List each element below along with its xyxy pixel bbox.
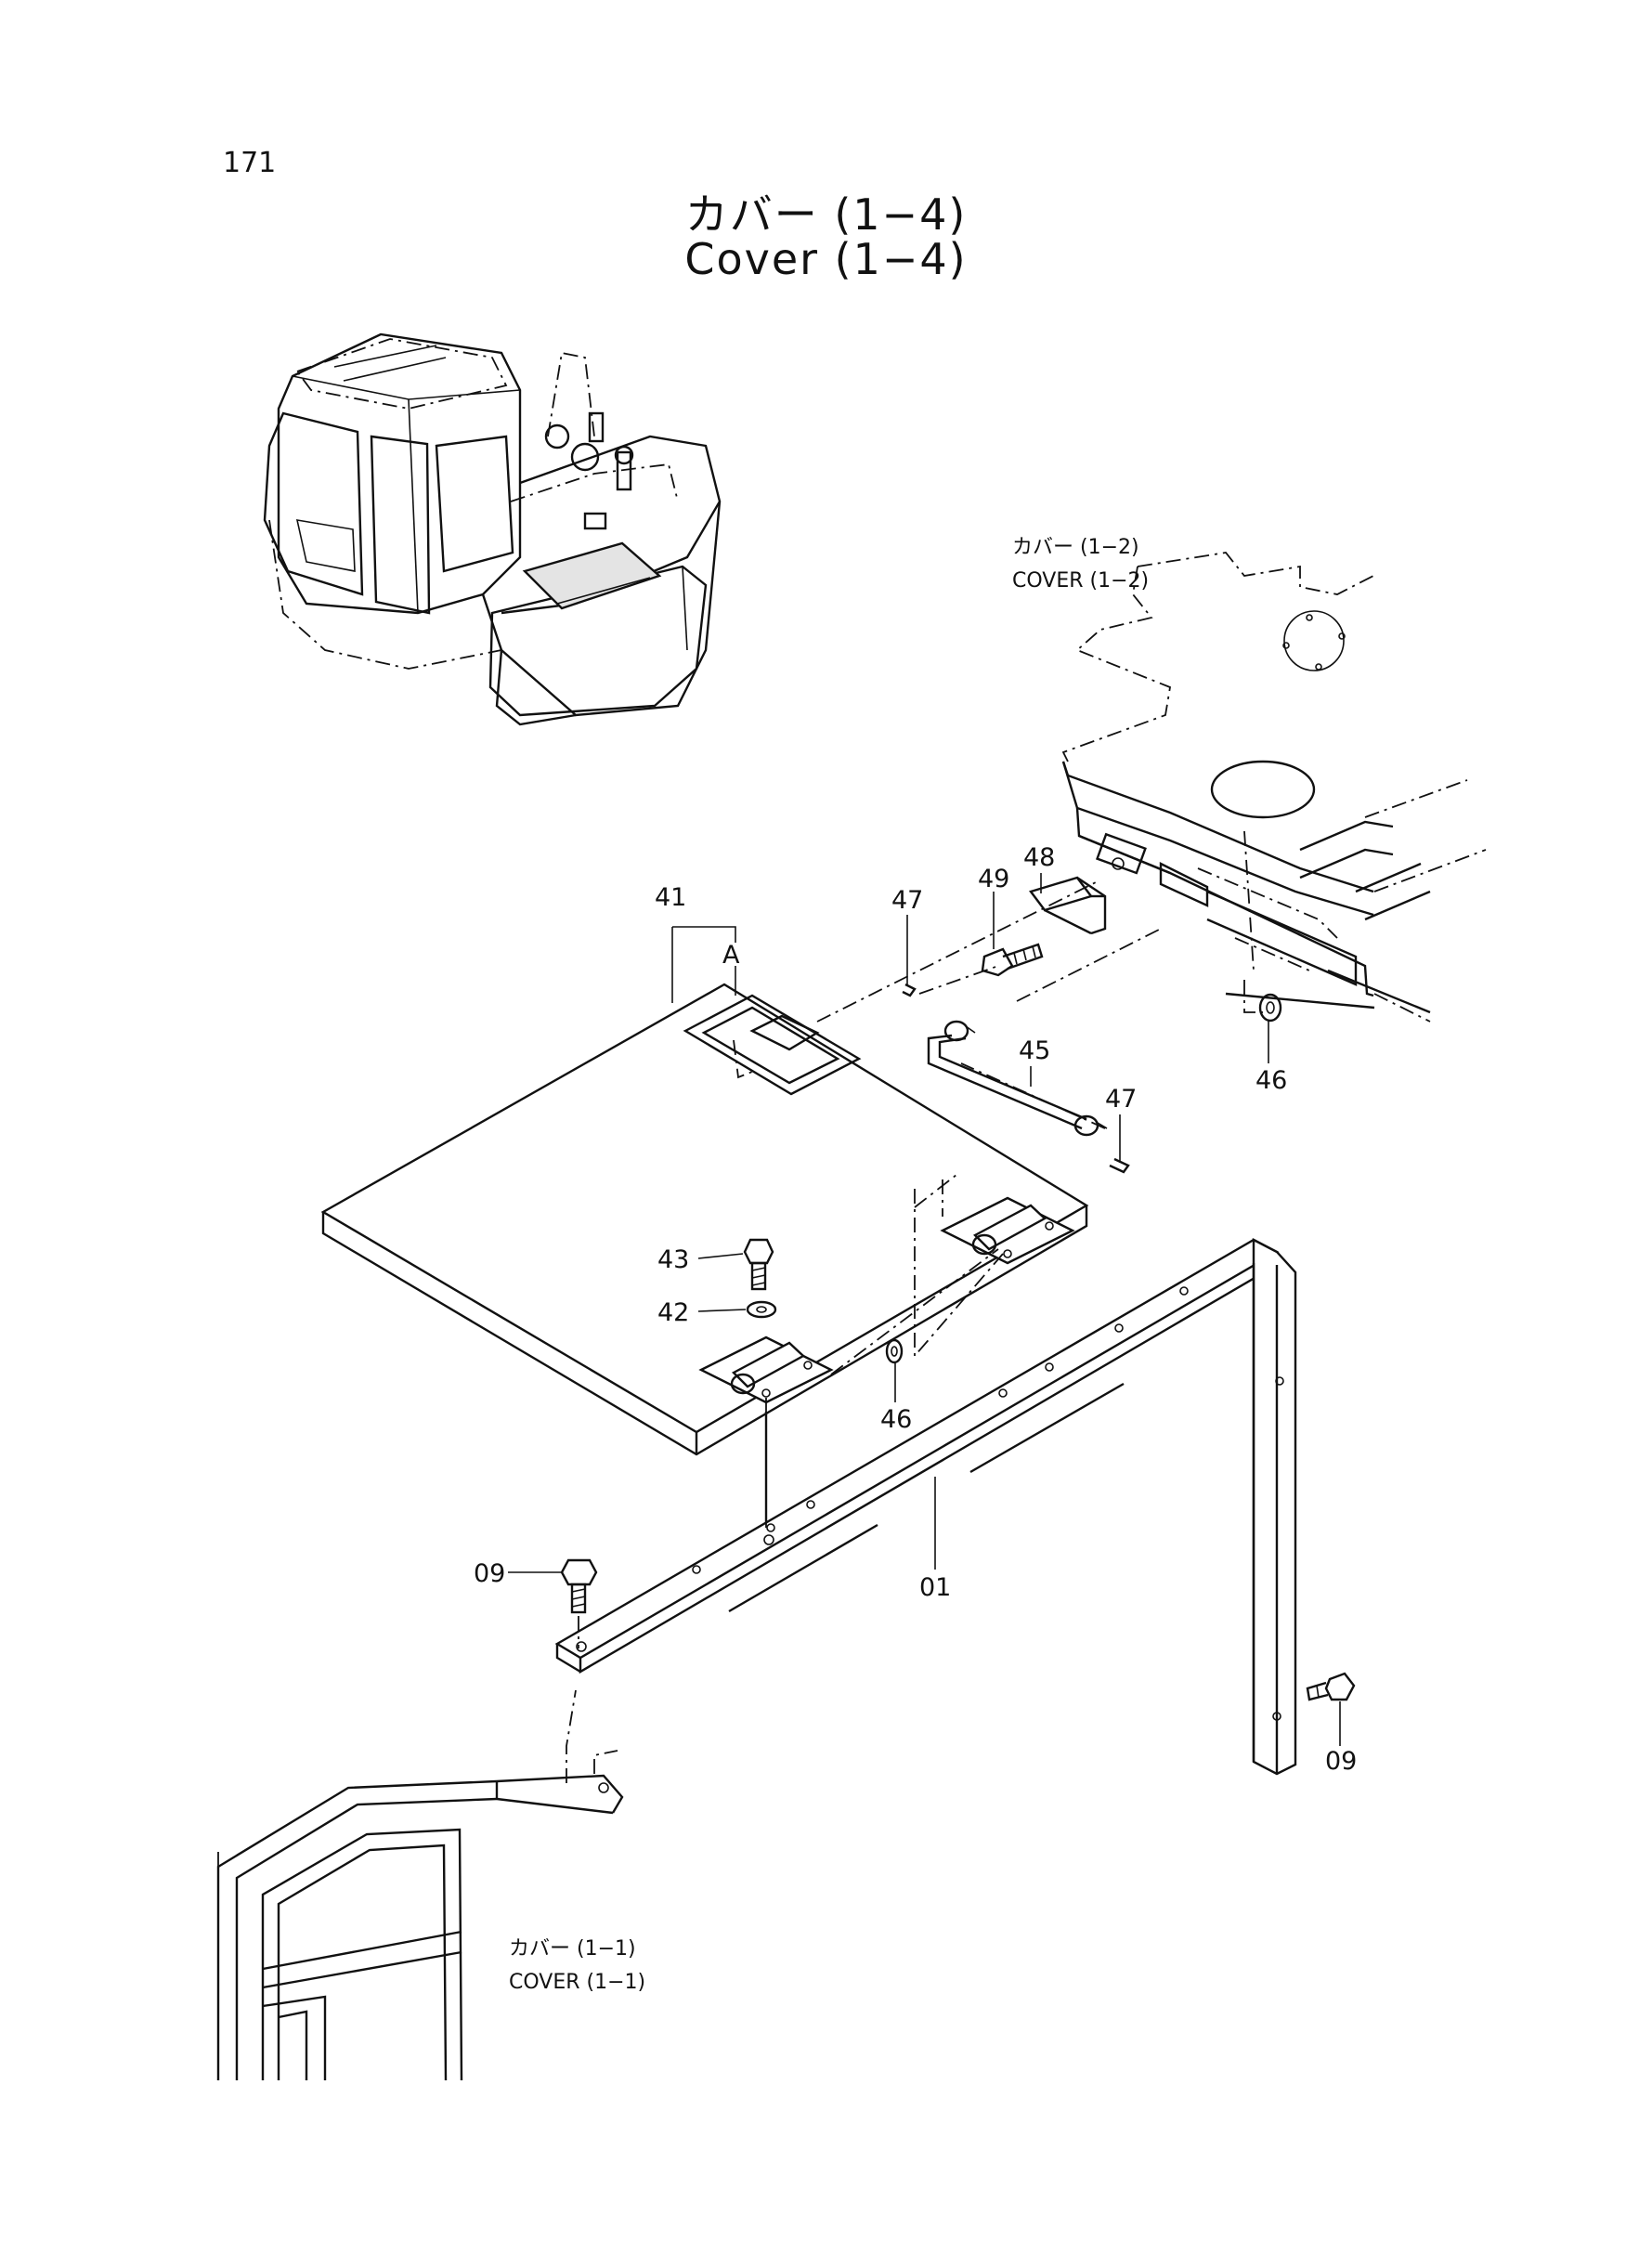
page-title-japanese: カバー (1−4) [684,189,968,240]
excavator-overview-illustration [263,332,722,726]
bracket-part-48 [1029,876,1107,935]
callout-49: 49 [978,865,1009,893]
callout-46-lower: 46 [880,1405,912,1434]
cover-1-2-reference-plate [1061,552,1487,1023]
clip-part-47-upper [902,983,917,997]
washer-part-42 [746,1300,777,1319]
bolt-part-49 [981,943,1044,977]
bolt-part-43 [743,1238,774,1291]
cover-panel-part-41 [320,983,1089,1456]
washer-part-46-upper [1258,993,1282,1023]
cover-1-2-label-english: COVER (1−2) [1012,569,1149,593]
callout-42: 42 [657,1298,689,1327]
callout-43: 43 [657,1245,689,1274]
callout-45: 45 [1019,1036,1050,1065]
view-label-a: A [722,941,740,970]
callout-48: 48 [1023,843,1055,872]
callout-41: 41 [655,883,686,912]
hinge-upper [940,1196,1075,1265]
bolt-part-09-left [560,1558,598,1614]
page-number: 171 [223,147,277,179]
callout-46-upper: 46 [1255,1066,1287,1095]
bolt-part-09-right [1306,1672,1356,1701]
frame-part-01 [554,1238,1297,1776]
clip-part-47-lower [1109,1157,1130,1174]
page-title-english: Cover (1−4) [684,234,968,284]
cover-1-1-label-english: COVER (1−1) [509,1971,645,1994]
hinge-lower [698,1335,834,1404]
callout-47-lower: 47 [1105,1085,1137,1114]
callout-47-upper: 47 [891,886,923,915]
leader-lines [508,873,1341,1746]
callout-numbers: 41 A 47 49 48 45 47 46 43 42 46 09 01 09 [474,843,1357,1776]
cover-1-2-label-japanese: カバー (1−2) [1012,536,1139,559]
assembly-centerlines [578,881,1263,1648]
callout-09-left: 09 [474,1559,505,1588]
stay-rod-part-45 [927,1020,1108,1137]
cover-1-1-label-japanese: カバー (1−1) [509,1937,636,1961]
callout-09-right: 09 [1325,1747,1357,1776]
cover-1-1-reference-frame [216,1689,624,2081]
washer-part-46-lower [885,1338,904,1364]
callout-01: 01 [919,1573,951,1602]
